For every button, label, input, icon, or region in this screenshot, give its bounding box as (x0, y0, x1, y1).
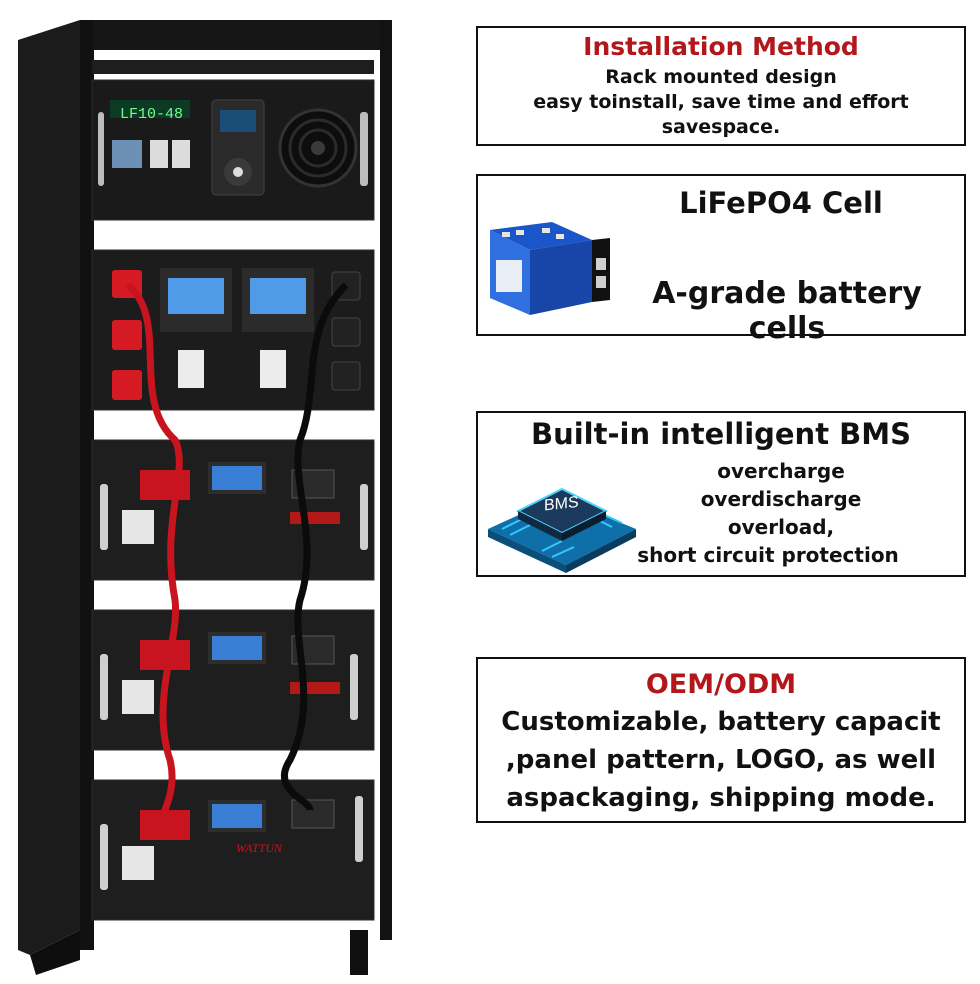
oem-odm-card: OEM/ODM Customizable, battery capacit ,p… (476, 657, 966, 823)
bms-chip-label: BMS (544, 493, 579, 515)
bms-feature-overdischarge: overdischarge (700, 487, 862, 511)
inverter-unit: LF10-48 (91, 79, 375, 221)
rack-frame (18, 20, 392, 975)
lifepo4-cell-title: LiFePO4 Cell (679, 186, 883, 220)
bms-feature-overcharge: overcharge (717, 459, 845, 483)
black-cable (280, 282, 349, 812)
battery-module-3: WATTUN (91, 779, 375, 921)
installation-method-title: Installation Method (583, 32, 859, 61)
oem-line-3: aspackaging, shipping mode. (506, 783, 936, 813)
module-brand-text: WATTUN (236, 841, 283, 855)
bms-feature-overload: overload, (727, 515, 835, 539)
battery-module-1 (91, 439, 375, 581)
installation-line-2: easy toinstall, save time and effort (533, 91, 909, 113)
bms-title: Built-in intelligent BMS (530, 417, 912, 451)
installation-line-3: savespace. (661, 116, 781, 138)
installation-method-card: Installation Method Rack mounted design … (476, 26, 966, 146)
inverter-display-text: LF10-48 (120, 106, 183, 123)
battery-cells-icon (490, 222, 610, 315)
battery-module-2 (91, 609, 375, 751)
oem-line-2: ,panel pattern, LOGO, as well (505, 745, 937, 775)
bms-feature-short-circuit: short circuit protection (637, 543, 899, 567)
a-grade-cells-text: A-grade battery cells (652, 276, 922, 346)
combiner-unit (91, 249, 375, 411)
battery-rack-image: LF10-48 (0, 0, 470, 980)
bms-chip-icon: BMS (488, 487, 636, 573)
red-cable (125, 282, 183, 834)
bms-card: Built-in intelligent BMS BMS overcharge … (476, 411, 966, 577)
oem-line-1: Customizable, battery capacit (501, 707, 941, 737)
installation-line-1: Rack mounted design (605, 66, 837, 88)
lifepo4-cell-card: LiFePO4 Cell A-grade battery cells (476, 174, 966, 346)
oem-odm-title: OEM/ODM (645, 669, 797, 700)
